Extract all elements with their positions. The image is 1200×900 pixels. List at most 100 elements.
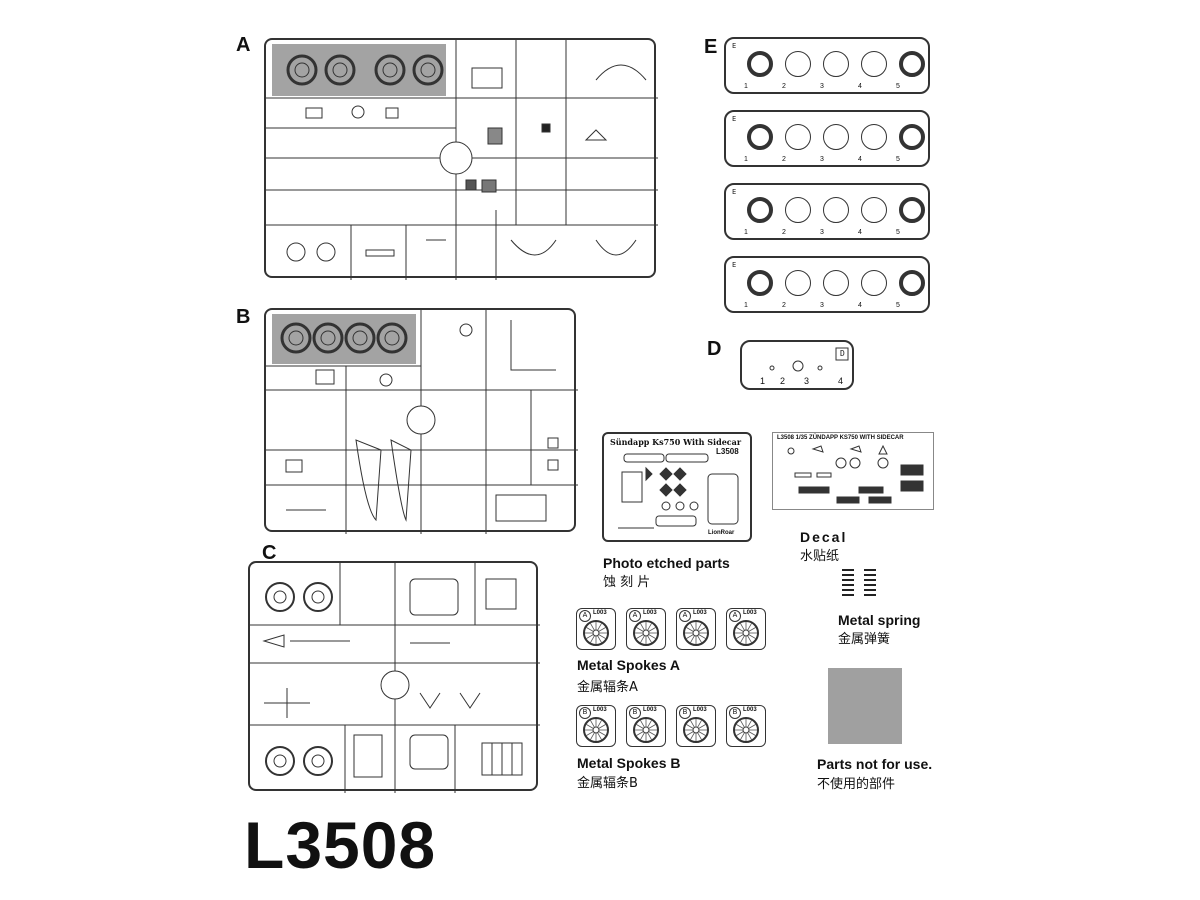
- spoked-wheel-icon: [583, 717, 609, 743]
- sprue-e-number: 2: [782, 229, 786, 236]
- sprue-e-number: 4: [858, 83, 862, 90]
- spoked-wheel-icon: [683, 620, 709, 646]
- metal-spokes-b-caption-cn: 金属辐条B: [577, 776, 638, 791]
- metal-spring-caption: Metal spring: [838, 612, 921, 628]
- metal-spoke-badge: A: [579, 610, 591, 622]
- spoked-wheel-icon: [633, 717, 659, 743]
- spoked-wheel-icon: [683, 717, 709, 743]
- sprue-e-number: 2: [782, 83, 786, 90]
- sprue-e-number: 1: [744, 229, 748, 236]
- metal-spring-caption-cn: 金属弹簧: [838, 632, 891, 647]
- decal-header: L3508 1/35 ZÜNDAPP KS750 WITH SIDECAR: [777, 435, 904, 441]
- metal-spoke-badge: B: [579, 707, 591, 719]
- sprue-e-number: 1: [744, 83, 748, 90]
- photo-etch-header: Sündapp Ks750 With Sidecar: [610, 437, 742, 447]
- photo-etch-caption: Photo etched parts: [603, 555, 730, 571]
- sprue-b-label: B: [236, 306, 251, 328]
- sprue-d-drawing: [769, 347, 849, 372]
- photo-etch-fret: Sündapp Ks750 With Sidecar L3508 LionRoa…: [602, 432, 752, 542]
- sprue-e-tag: E: [732, 188, 737, 196]
- metal-spoke-badge: A: [629, 610, 641, 622]
- sprue-a-frame: [264, 38, 658, 280]
- sprue-e-frame: E 1 2 3 4 5: [724, 256, 930, 313]
- sprue-e-number: 3: [820, 302, 824, 309]
- metal-spokes-b-caption: Metal Spokes B: [577, 755, 681, 771]
- photo-etch-code: L3508: [716, 447, 739, 456]
- sprue-a-drawing: [266, 40, 658, 280]
- metal-spoke-code: L003: [693, 707, 707, 713]
- metal-spoke-badge: B: [729, 707, 741, 719]
- sprue-e-ring: [899, 270, 925, 296]
- sprue-e-frame: E 1 2 3 4 5: [724, 37, 930, 94]
- sprue-e-ring: [823, 51, 849, 77]
- sprue-e-ring: [899, 51, 925, 77]
- sprue-e-ring: [747, 197, 773, 223]
- metal-spoke-badge: A: [679, 610, 691, 622]
- metal-spring-drawing: [842, 569, 876, 596]
- not-used-caption: Parts not for use.: [817, 756, 933, 772]
- sprue-e-ring: [747, 124, 773, 150]
- sprue-e-number: 5: [896, 229, 900, 236]
- sprue-e-ring: [861, 197, 887, 223]
- metal-spokes-a-caption: Metal Spokes A: [577, 657, 680, 673]
- not-used-swatch: [828, 668, 902, 744]
- photo-etch-brand: LionRoar: [708, 530, 735, 536]
- photo-etch-caption-cn: 蚀 刻 片: [603, 575, 651, 590]
- spoked-wheel-icon: [733, 620, 759, 646]
- spoked-wheel-icon: [633, 620, 659, 646]
- sprue-e-number: 5: [896, 83, 900, 90]
- not-used-caption-cn: 不使用的部件: [817, 777, 896, 792]
- sprue-b-frame: [264, 308, 578, 534]
- sprue-e-ring: [823, 270, 849, 296]
- decal-sheet: L3508 1/35 ZÜNDAPP KS750 WITH SIDECAR: [772, 432, 934, 510]
- sprue-e-number: 4: [858, 302, 862, 309]
- sprue-e-number: 5: [896, 302, 900, 309]
- sprue-e-number: 2: [782, 302, 786, 309]
- metal-spoke-badge: B: [629, 707, 641, 719]
- sprue-e-ring: [785, 270, 811, 296]
- sprue-e-tag: E: [732, 261, 737, 269]
- sprue-d-label: D: [707, 338, 722, 360]
- sprue-e-ring: [747, 270, 773, 296]
- sprue-e-tag: E: [732, 115, 737, 123]
- sprue-e-number: 1: [744, 302, 748, 309]
- sprue-e-ring: [785, 124, 811, 150]
- metal-spoke-badge: B: [679, 707, 691, 719]
- decal-caption: Decal: [800, 529, 848, 545]
- sprue-e-number: 1: [744, 156, 748, 163]
- metal-spoke-code: L003: [593, 610, 607, 616]
- sprue-e-tag: E: [732, 42, 737, 50]
- sprue-e-number: 4: [858, 156, 862, 163]
- spoked-wheel-icon: [583, 620, 609, 646]
- metal-spokes-a-caption-cn: 金属辐条A: [577, 680, 638, 695]
- product-code: L3508: [244, 808, 437, 882]
- metal-spoke-code: L003: [643, 610, 657, 616]
- metal-spoke-code: L003: [693, 610, 707, 616]
- sprue-b-grey-block: [272, 314, 416, 364]
- sprue-e-ring: [747, 51, 773, 77]
- sprue-d-number-2: 2: [780, 376, 786, 386]
- sprue-d-number-1: 1: [760, 376, 766, 386]
- sprue-e-number: 3: [820, 156, 824, 163]
- sprue-e-ring: [861, 124, 887, 150]
- sprue-d-number-3: 3: [804, 376, 810, 386]
- sprue-e-number: 3: [820, 83, 824, 90]
- photo-etch-drawing: [618, 453, 739, 529]
- metal-spoke-code: L003: [743, 707, 757, 713]
- metal-spoke-code: L003: [593, 707, 607, 713]
- sprue-e-label: E: [704, 36, 718, 58]
- sprue-e-ring: [823, 197, 849, 223]
- decal-caption-cn: 水贴纸: [800, 549, 840, 564]
- metal-spoke-code: L003: [743, 610, 757, 616]
- sprue-c-frame: [248, 561, 540, 793]
